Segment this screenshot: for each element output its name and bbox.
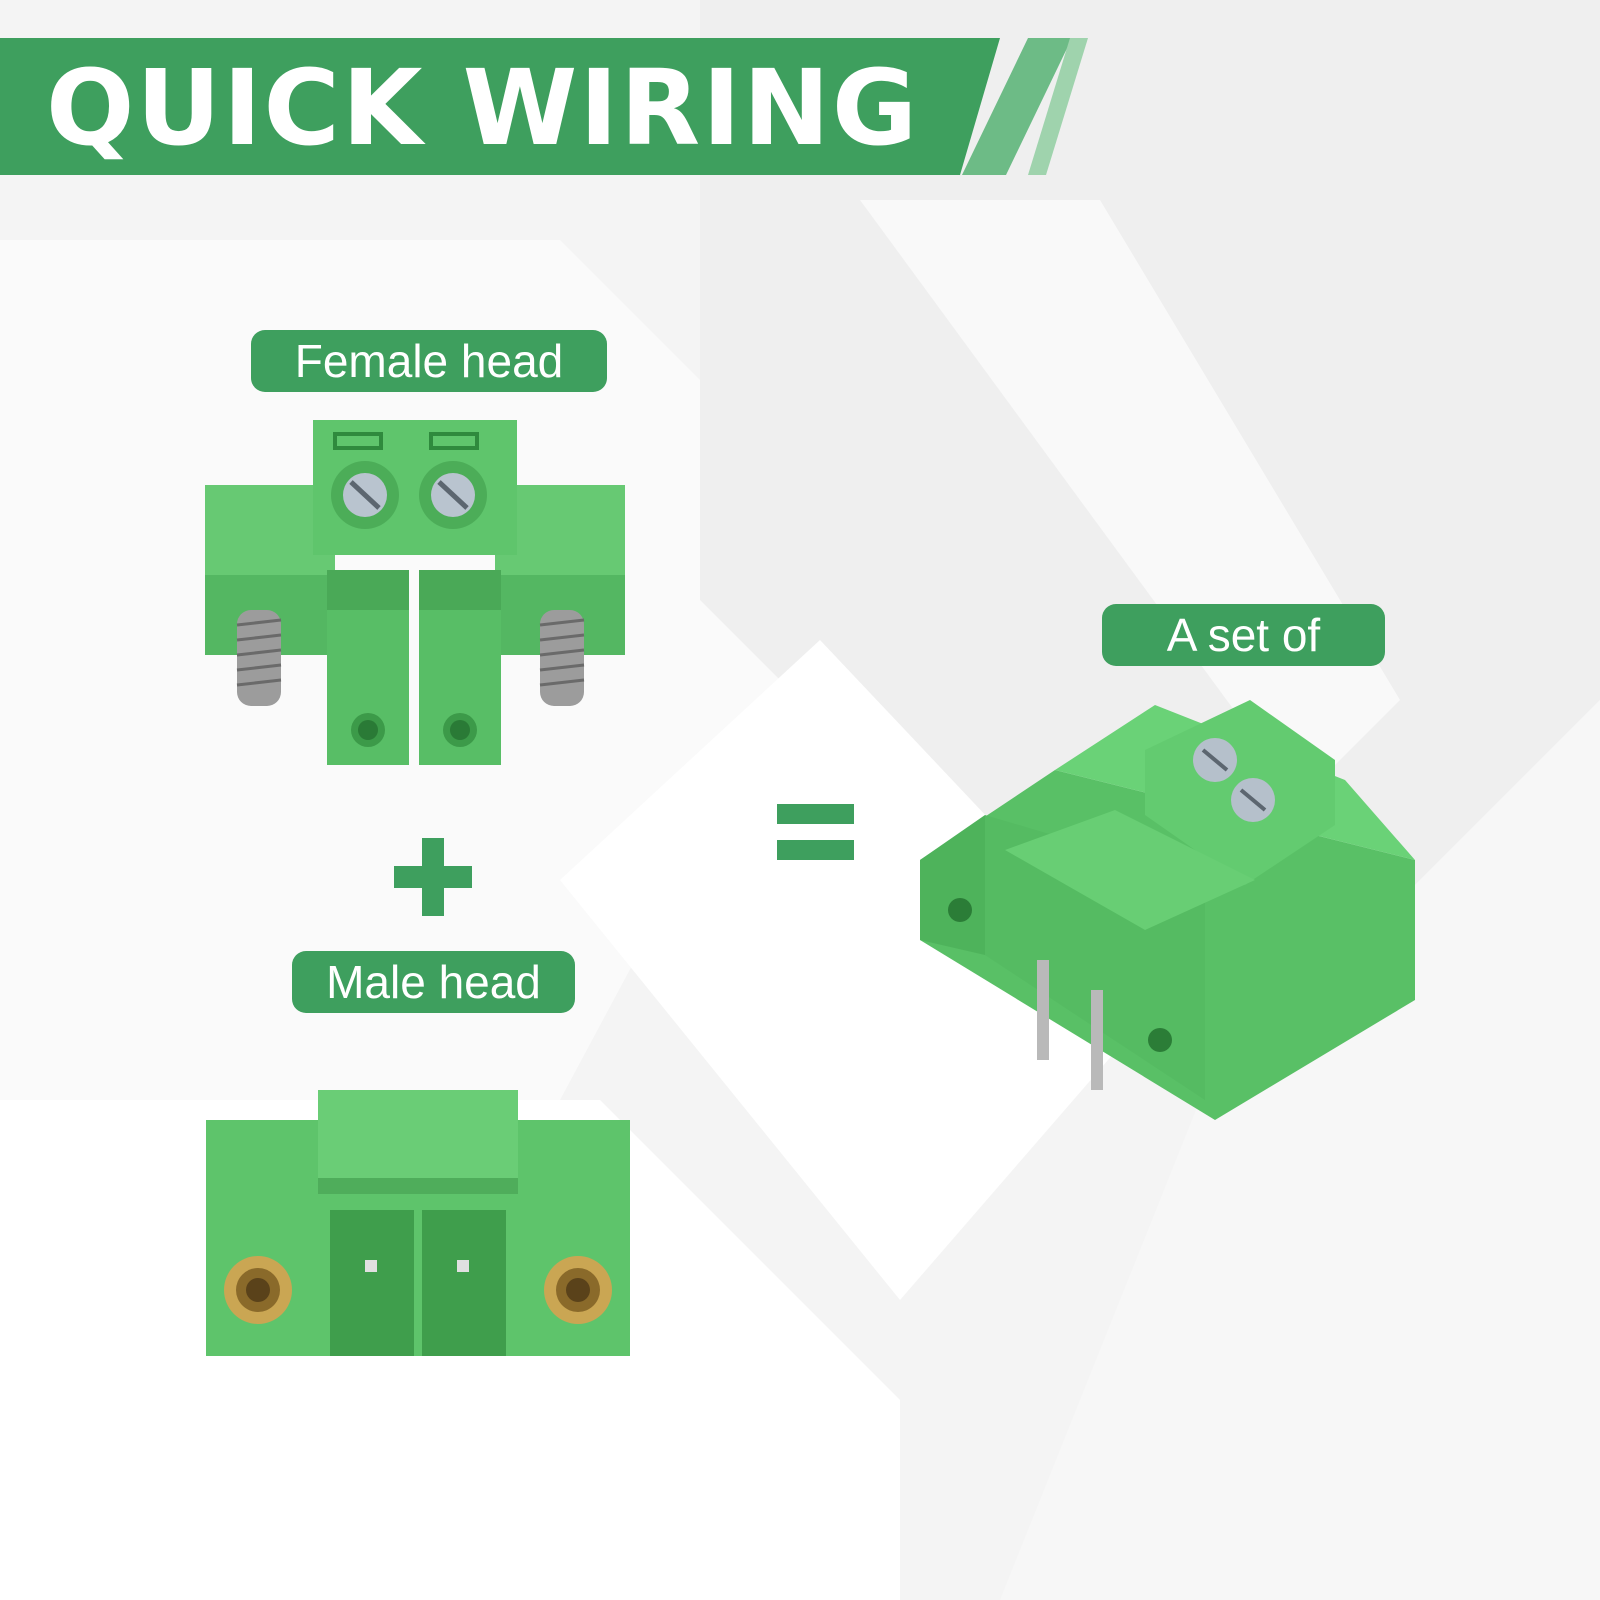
- male-head-connector-image: [206, 1090, 630, 1356]
- male-head-label: Male head: [292, 951, 575, 1013]
- title-banner: [0, 38, 1000, 175]
- female-head-connector-image: [205, 420, 625, 765]
- female-head-label: Female head: [251, 330, 607, 392]
- set-label: A set of: [1102, 604, 1385, 666]
- banner-title: QUICK WIRING: [46, 47, 920, 169]
- assembled-connector-set-image: [920, 700, 1415, 1120]
